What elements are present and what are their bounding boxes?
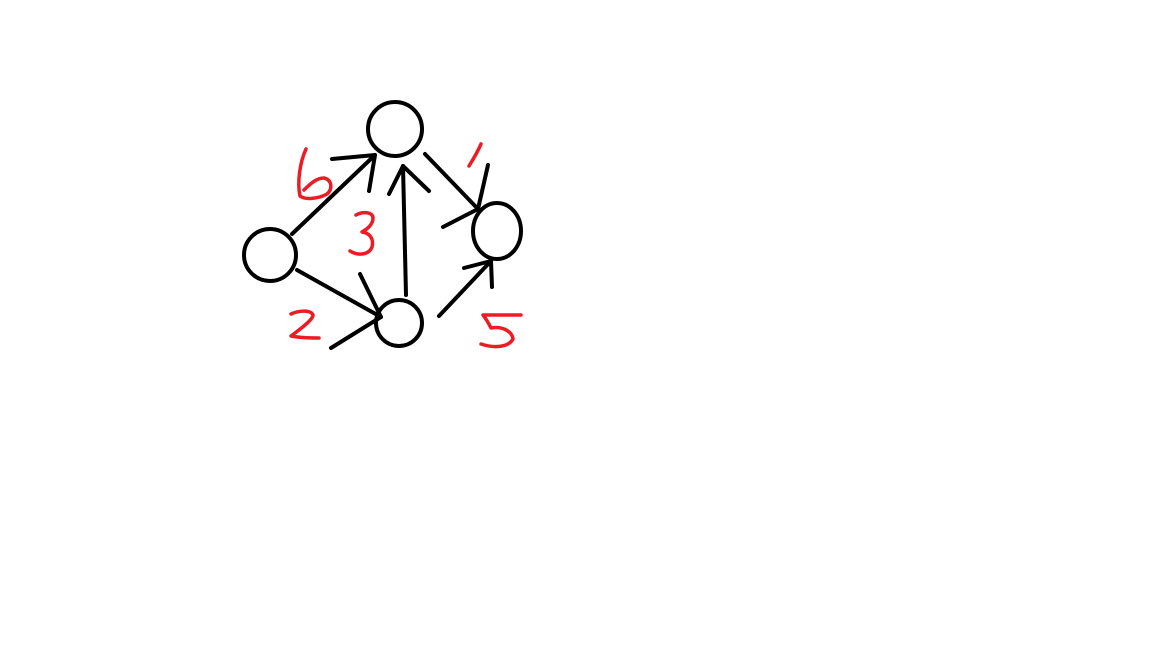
edge-bottom-to-top <box>387 164 431 297</box>
edge-left-to-bottom <box>295 268 383 350</box>
node-right <box>471 201 523 261</box>
node-left <box>242 227 298 283</box>
weight-label-3: 3 <box>348 210 375 256</box>
weight-label-5: 5 <box>479 313 523 349</box>
node-top <box>366 100 424 158</box>
graph-nodes <box>242 100 523 348</box>
node-bottom <box>374 298 424 348</box>
weight-label-2: 2 <box>289 309 321 340</box>
graph-edges <box>290 152 494 350</box>
weight-label-6: 6 <box>297 147 333 201</box>
edge-bottom-to-right <box>437 259 494 318</box>
weight-label-1: 1 <box>467 142 483 168</box>
edge-weights: 6 2 3 1 5 <box>289 142 523 349</box>
edge-left-to-top <box>290 153 377 236</box>
edge-top-to-right <box>423 152 490 229</box>
